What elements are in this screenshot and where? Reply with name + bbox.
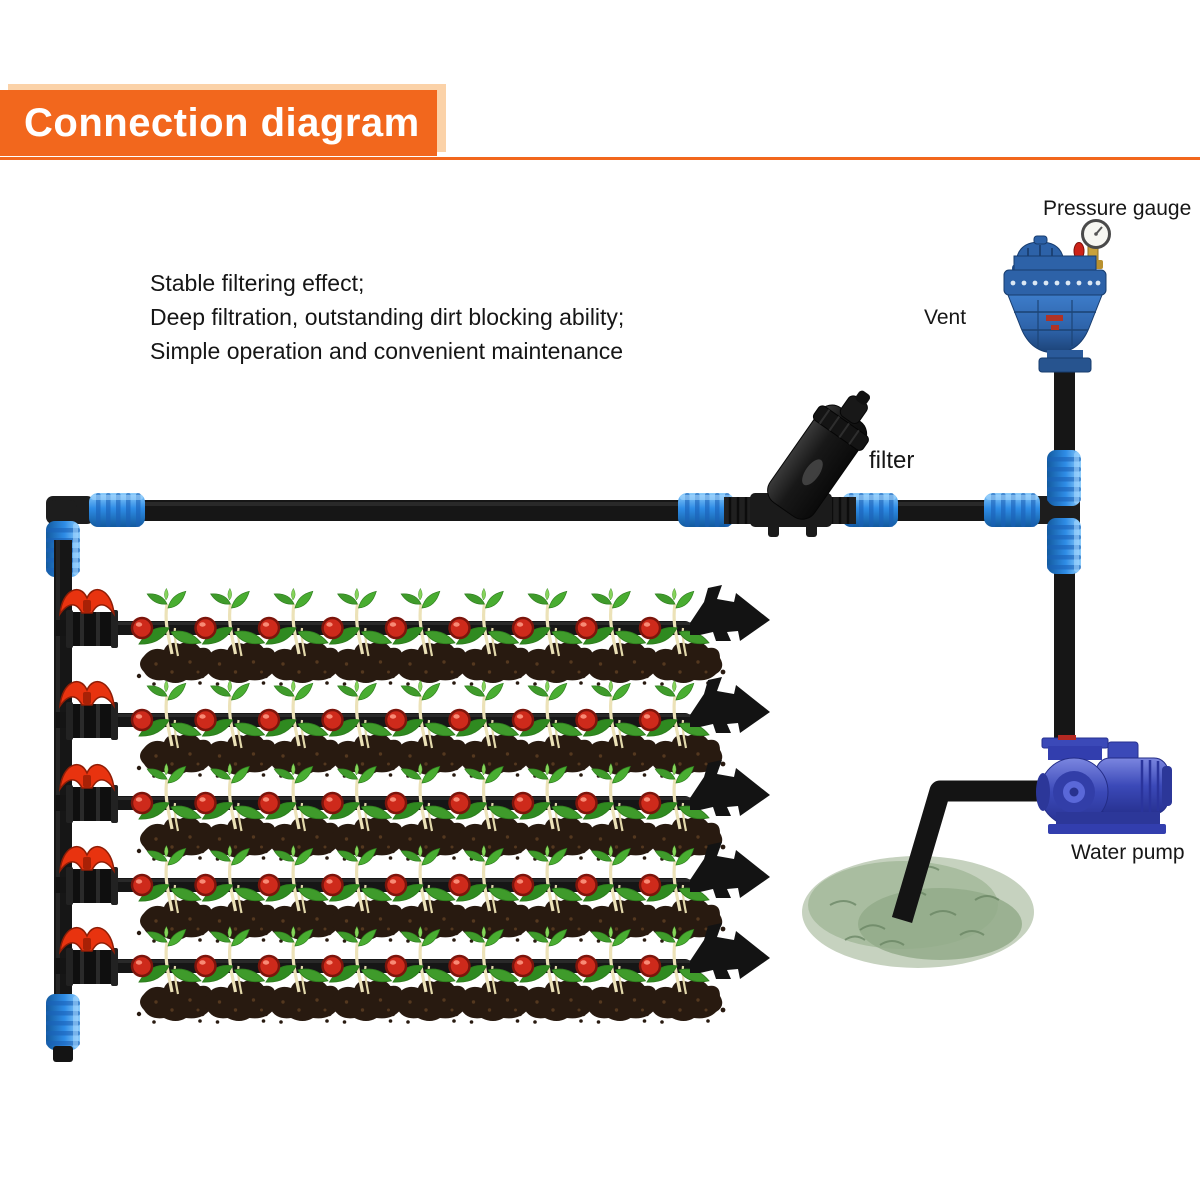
suction-pipe: [891, 780, 1048, 923]
dripper-emitter: [638, 954, 662, 978]
filter-label: filter: [869, 447, 915, 474]
dripper-emitter: [638, 873, 662, 897]
dripper-emitter: [130, 873, 154, 897]
pressure-gauge-label: Pressure gauge: [1043, 197, 1192, 220]
pump-riser-pipe: [1054, 566, 1075, 744]
dripper-emitter: [257, 708, 281, 732]
feature-text: Stable filtering effect; Deep filtration…: [150, 266, 624, 368]
dripper-emitter: [194, 708, 217, 732]
arrow-end: [690, 585, 770, 641]
feature-line-2: Deep filtration, outstanding dirt blocki…: [150, 304, 625, 330]
drip-rows: [53, 585, 770, 1024]
dripper-emitter: [448, 954, 471, 978]
drip-row: [53, 842, 770, 943]
dripper-emitter: [575, 708, 598, 732]
dripper-emitter: [321, 791, 344, 815]
dripper-emitter: [130, 954, 154, 978]
dripper-emitter: [511, 791, 535, 815]
drip-row: [53, 760, 770, 861]
dripper-emitter: [321, 708, 344, 732]
dripper-emitter: [130, 791, 154, 815]
end-cap: [46, 994, 80, 1062]
dripper-emitter: [638, 791, 662, 815]
filter-canister: [767, 390, 871, 520]
blue-compression-fitting: [1047, 450, 1081, 506]
water-pump: [1036, 735, 1172, 834]
dripper-emitter: [257, 954, 281, 978]
dripper-emitter: [194, 616, 217, 640]
dripper-emitter: [448, 873, 471, 897]
inline-filter: [678, 390, 898, 537]
pressure-gauge: [1073, 219, 1111, 269]
dripper-emitter: [384, 791, 408, 815]
title-banner: Connection diagram: [0, 90, 437, 156]
dripper-emitter: [638, 708, 662, 732]
dripper-emitter: [384, 616, 408, 640]
tee-fitting: [984, 450, 1081, 574]
dripper-emitter: [257, 873, 281, 897]
drip-row: [53, 923, 770, 1024]
dripper-emitter: [257, 791, 281, 815]
drip-row: [53, 677, 770, 778]
dripper-emitter: [511, 616, 535, 640]
dripper-emitter: [194, 954, 217, 978]
blue-compression-fitting: [1047, 518, 1081, 574]
vent-valve: [1003, 219, 1111, 458]
banner-rule: [0, 157, 1200, 160]
dripper-emitter: [130, 708, 154, 732]
dripper-emitter: [321, 873, 344, 897]
dripper-emitter: [194, 873, 217, 897]
arrow-end: [690, 677, 770, 733]
dripper-emitter: [511, 954, 535, 978]
feature-line-1: Stable filtering effect;: [150, 270, 365, 296]
dripper-emitter: [448, 708, 471, 732]
page-title: Connection diagram: [24, 100, 420, 145]
dripper-emitter: [638, 616, 662, 640]
dripper-emitter: [384, 873, 408, 897]
dripper-emitter: [448, 616, 471, 640]
blue-compression-fitting: [984, 493, 1040, 527]
dripper-emitter: [511, 708, 535, 732]
feature-line-3: Simple operation and convenient maintena…: [150, 338, 624, 364]
dripper-emitter: [511, 873, 535, 897]
elbow-fitting: [46, 493, 145, 577]
dripper-emitter: [384, 954, 408, 978]
dripper-emitter: [321, 616, 344, 640]
water-pump-label: Water pump: [1071, 841, 1185, 864]
dripper-emitter: [384, 708, 408, 732]
dripper-emitter: [575, 954, 598, 978]
dripper-emitter: [575, 791, 598, 815]
dripper-emitter: [130, 616, 154, 640]
blue-compression-fitting: [89, 493, 145, 527]
dripper-emitter: [575, 873, 598, 897]
vent-label: Vent: [924, 306, 967, 329]
dripper-emitter: [257, 616, 281, 640]
dripper-emitter: [194, 791, 217, 815]
dripper-emitter: [448, 791, 471, 815]
dripper-emitter: [575, 616, 598, 640]
dripper-emitter: [321, 954, 344, 978]
drip-row: [53, 585, 770, 686]
